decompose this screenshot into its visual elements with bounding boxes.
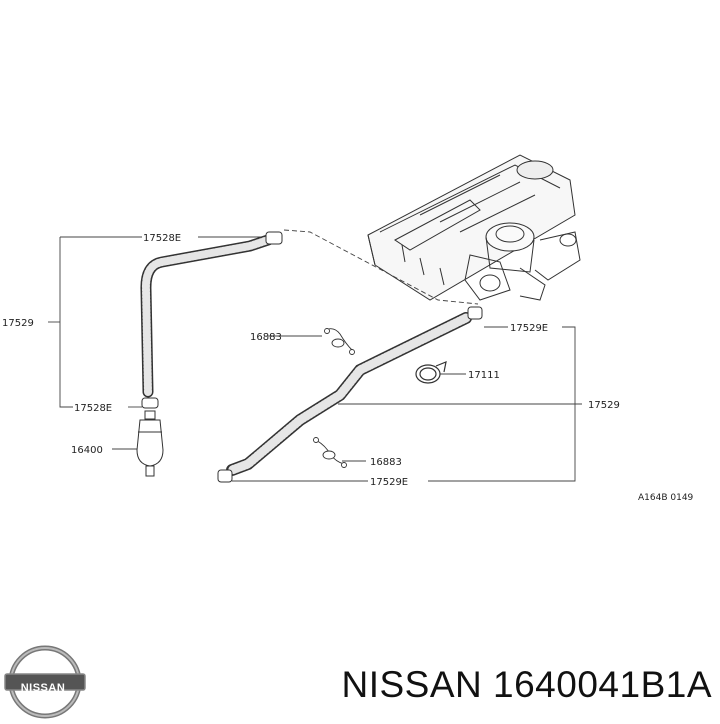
- callout-17529e-top: 17529E: [510, 323, 548, 334]
- callout-16883-upper: 16883: [250, 332, 282, 343]
- callout-17528e-bottom: 17528E: [74, 403, 112, 414]
- leader-lines: [48, 229, 582, 482]
- callout-16400: 16400: [71, 445, 103, 456]
- callout-17111: 17111: [468, 370, 500, 381]
- callout-17529-right: 17529: [588, 400, 620, 411]
- lower-fuel-hose: [217, 306, 483, 483]
- nissan-logo-text: NISSAN: [20, 682, 66, 694]
- clamp-drawing: [415, 361, 447, 384]
- callout-17528e-top: 17528E: [143, 233, 181, 244]
- callout-17529-left: 17529: [2, 318, 34, 329]
- nissan-logo: [4, 645, 86, 719]
- callout-17529e-bottom: 17529E: [370, 477, 408, 488]
- engine-assembly-drawing: [367, 154, 581, 301]
- fuel-filter-drawing: [136, 410, 164, 477]
- part-number-caption: NISSAN 1640041B1A: [341, 664, 712, 705]
- clip-lower-drawing: [313, 437, 347, 468]
- upper-fuel-hose: [140, 231, 283, 409]
- clip-upper-drawing: [324, 328, 355, 355]
- diagram-reference: A164B 0149: [638, 493, 694, 503]
- callout-16883-lower: 16883: [370, 457, 402, 468]
